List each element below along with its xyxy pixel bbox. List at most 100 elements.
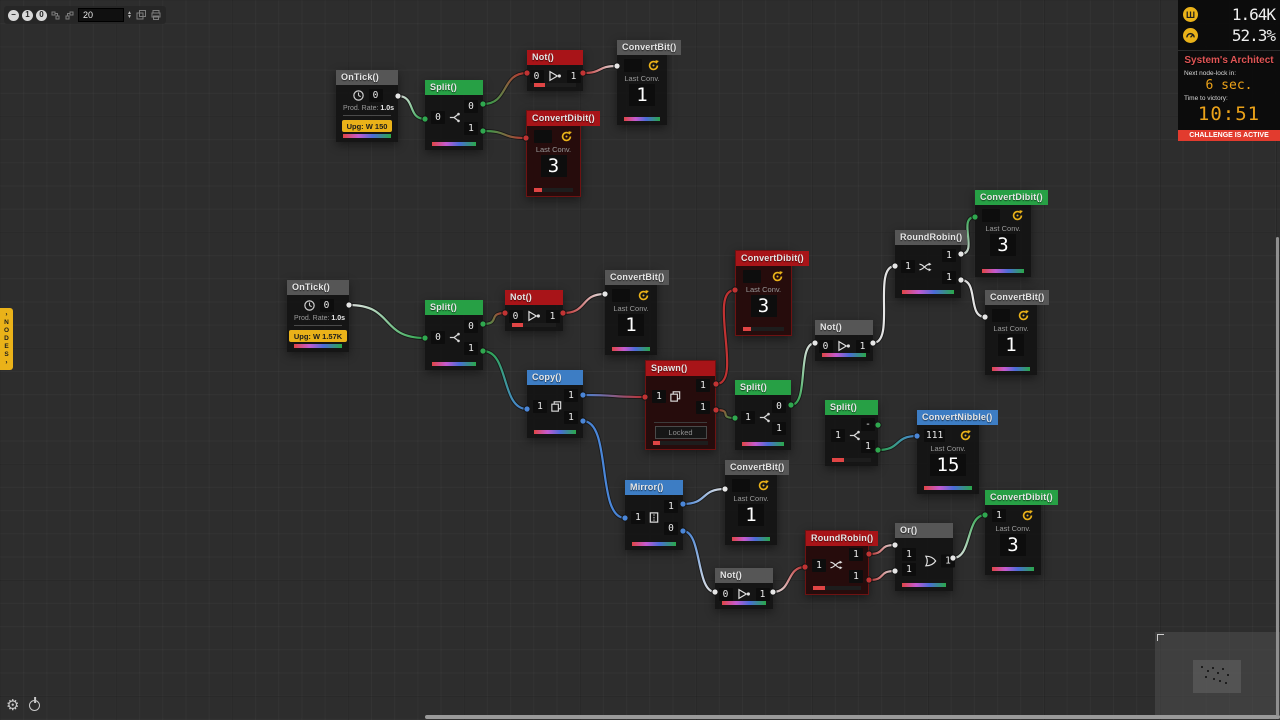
output-port[interactable] [869,339,877,347]
node-title[interactable]: Mirror() [625,480,683,495]
node-title[interactable]: OnTick() [287,280,349,295]
upgrade-button[interactable]: Upg: W 1.57K [288,330,348,342]
input-port[interactable] [801,563,809,571]
output-port[interactable] [479,320,487,328]
input-port[interactable] [891,541,899,549]
unconnected-port[interactable] [874,421,882,429]
split-4-node[interactable]: Split()1-1 [825,400,878,466]
minimap-viewport[interactable] [1193,660,1241,693]
node-title[interactable]: Not() [815,320,873,335]
input-port[interactable] [731,286,739,294]
convertdibit-2-node[interactable]: ConvertDibit()Last Conv.3 [735,250,809,336]
input-port[interactable] [523,69,531,77]
output-port[interactable] [949,554,957,562]
output-port[interactable] [479,347,487,355]
input-port[interactable] [731,414,739,422]
node-title[interactable]: Not() [505,290,563,305]
input-port[interactable] [621,514,629,522]
zoom-level-input[interactable] [78,8,124,22]
copy-layout-icon[interactable] [135,9,147,21]
locked-button[interactable]: Locked [654,426,707,439]
input-port[interactable] [971,213,979,221]
upgrade-button[interactable]: Upg: W 150 [341,120,393,132]
output-port[interactable] [345,301,353,309]
input-port[interactable] [613,62,621,70]
node-title[interactable]: ConvertDibit() [736,251,809,266]
node-title[interactable]: Not() [715,568,773,583]
output-port[interactable] [394,92,402,100]
input-port[interactable] [811,339,819,347]
output-port[interactable] [479,100,487,108]
node-title[interactable]: Copy() [527,370,583,385]
node-title[interactable]: ConvertNibble() [917,410,998,425]
vertical-scrollbar[interactable] [1276,237,1279,716]
input-port[interactable] [523,405,531,413]
convertbit-4-node[interactable]: ConvertBit()Last Conv.1 [725,460,790,545]
node-title[interactable]: Spawn() [646,361,715,376]
layout-grid-icon[interactable] [64,10,75,21]
output-port[interactable] [579,69,587,77]
input-port[interactable] [891,262,899,270]
view-one-button[interactable]: 1 [22,9,33,21]
node-title[interactable]: Split() [425,80,483,95]
node-title[interactable]: ConvertBit() [605,270,670,285]
output-port[interactable] [957,276,965,284]
output-port[interactable] [712,406,720,414]
input-port[interactable] [711,588,719,596]
zoom-stepper[interactable]: ▲ ▼ [127,10,132,20]
input-port[interactable] [601,290,609,298]
collapse-button[interactable]: − [8,9,19,21]
input-port[interactable] [721,485,729,493]
node-title[interactable]: Split() [735,380,791,395]
node-title[interactable]: Not() [527,50,583,65]
horizontal-scrollbar[interactable] [425,715,1280,719]
node-title[interactable]: Split() [825,400,878,415]
node-title[interactable]: Or() [895,523,953,538]
output-port[interactable] [679,500,687,508]
node-title[interactable]: ConvertDibit() [527,111,600,126]
input-port[interactable] [891,567,899,575]
output-port[interactable] [579,391,587,399]
minimap[interactable] [1155,632,1280,718]
input-port[interactable] [641,393,649,401]
node-title[interactable]: Split() [425,300,483,315]
node-title[interactable]: ConvertBit() [725,460,790,475]
settings-gear-icon[interactable]: ⚙ [6,697,20,714]
input-port[interactable] [522,134,530,142]
stepper-up-icon[interactable]: ▲ [127,10,132,16]
input-port[interactable] [913,432,921,440]
output-port[interactable] [865,550,873,558]
output-port[interactable] [874,446,882,454]
node-title[interactable]: ConvertBit() [617,40,682,55]
input-port[interactable] [421,334,429,342]
output-port[interactable] [957,250,965,258]
output-port[interactable] [865,576,873,584]
view-zero-button[interactable]: 0 [36,9,47,21]
input-port[interactable] [501,309,509,317]
convertbit-3-node[interactable]: ConvertBit()Last Conv.1 [985,290,1050,375]
print-icon[interactable] [150,9,162,21]
node-title[interactable]: ConvertDibit() [975,190,1048,205]
node-title[interactable]: RoundRobin() [895,230,968,245]
output-port[interactable] [712,380,720,388]
power-icon[interactable] [29,699,41,711]
convertdibit-3-node[interactable]: ConvertDibit()Last Conv.3 [975,190,1048,277]
node-title[interactable]: ConvertDibit() [985,490,1058,505]
convertdibit-1-node[interactable]: ConvertDibit()Last Conv.3 [526,110,600,197]
node-title[interactable]: RoundRobin() [806,531,879,546]
input-port[interactable] [981,511,989,519]
output-port[interactable] [579,417,587,425]
